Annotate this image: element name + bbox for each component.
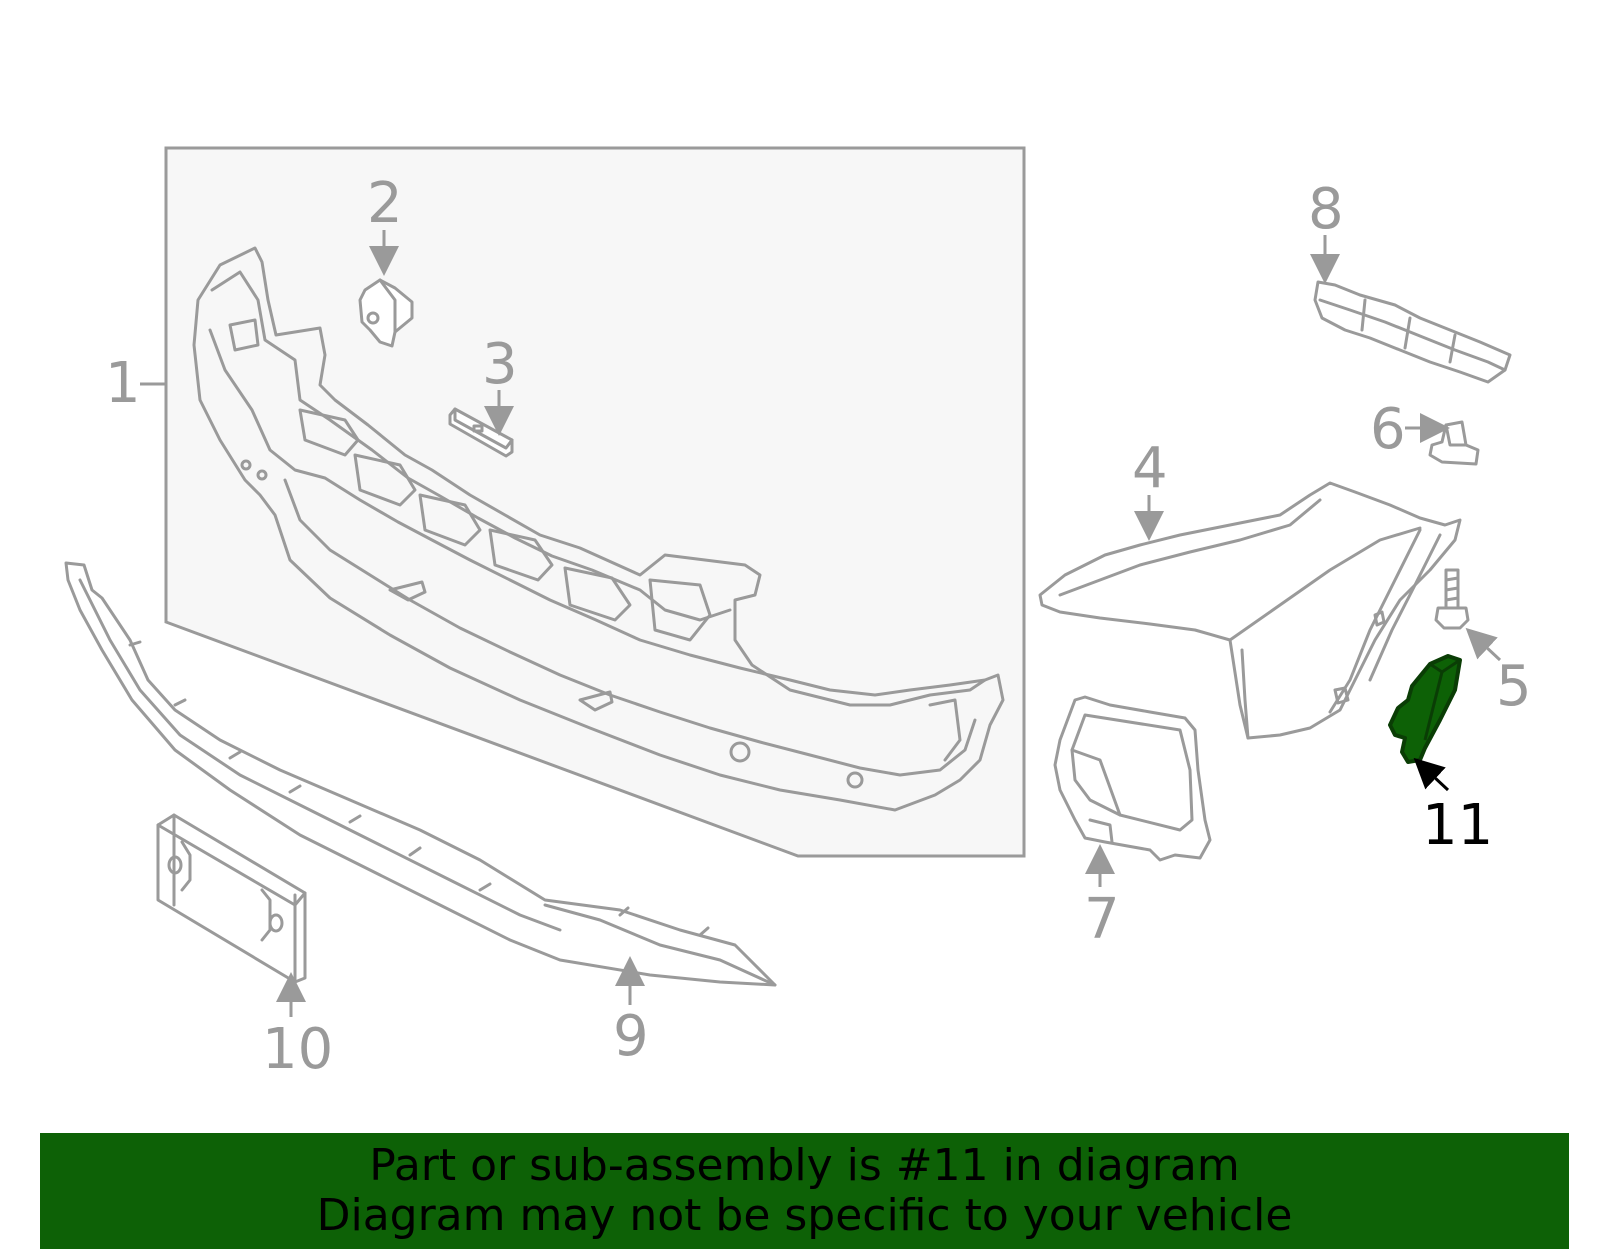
callout-4: 4 (1132, 436, 1168, 501)
part-8-side-bracket (1313, 280, 1512, 384)
callout-11: 11 (1422, 793, 1493, 858)
callout-3: 3 (482, 332, 518, 397)
callout-8: 8 (1308, 177, 1344, 242)
part-3-pad (448, 407, 514, 458)
part-4-side-cover (1038, 481, 1462, 740)
callout-2: 2 (367, 171, 403, 236)
callout-10: 10 (262, 1017, 333, 1082)
callout-7: 7 (1084, 887, 1120, 952)
callout-6: 6 (1370, 397, 1406, 462)
info-banner: Part or sub-assembly is #11 in diagram D… (40, 1133, 1569, 1249)
part-11-highlighted (1388, 654, 1462, 764)
callout-1: 1 (105, 351, 141, 416)
part-5-bolt (1434, 568, 1470, 630)
part-9-lower-trim (64, 561, 777, 987)
part-2-bracket (358, 278, 414, 348)
leader-11 (1413, 757, 1450, 792)
banner-line-part: Part or sub-assembly is #11 in diagram (369, 1140, 1240, 1191)
leader-5 (1465, 627, 1502, 662)
part-1-bumper-absorber (192, 246, 1005, 812)
part-7-bracket (1053, 695, 1212, 862)
banner-line-disclaimer: Diagram may not be specific to your vehi… (316, 1190, 1293, 1241)
callout-9: 9 (613, 1004, 649, 1069)
part-10-plate-bracket (156, 813, 307, 984)
callout-5: 5 (1496, 654, 1532, 719)
